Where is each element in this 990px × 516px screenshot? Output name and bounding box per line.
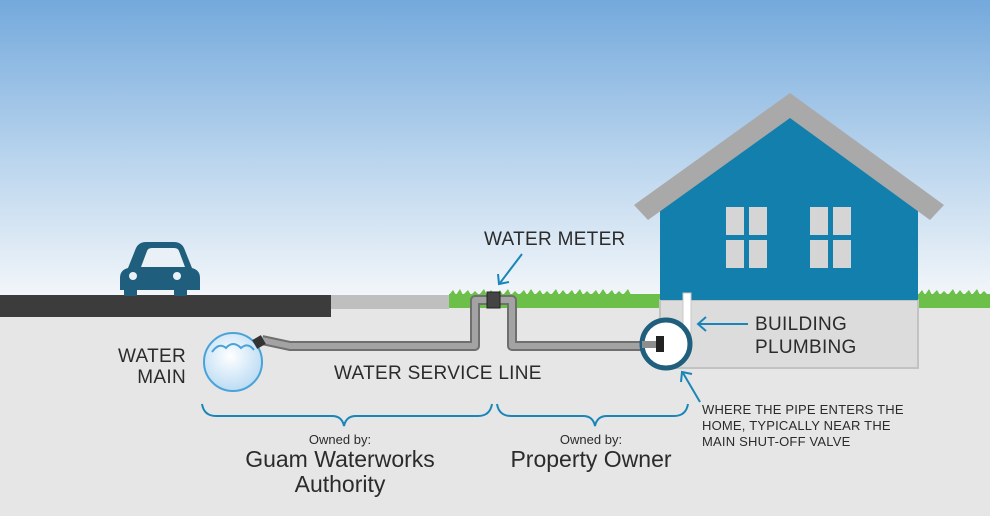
pipe-entry-note-line1: WHERE THE PIPE ENTERS THE bbox=[702, 402, 904, 417]
water-main-label: WATER MAIN bbox=[118, 346, 186, 388]
water-meter-icon bbox=[486, 291, 501, 309]
water-main-label-line1: WATER bbox=[118, 346, 186, 367]
house-foundation bbox=[659, 299, 919, 369]
building-plumbing-line1: BUILDING bbox=[755, 314, 848, 335]
water-meter-label: WATER METER bbox=[484, 229, 626, 250]
ownership-left-name-line2: Authority bbox=[294, 471, 386, 497]
pipe-entry-note-line2: HOME, TYPICALLY NEAR THE bbox=[702, 418, 891, 433]
water-main-icon bbox=[203, 332, 266, 392]
ownership-right-name-line1: Property Owner bbox=[510, 446, 672, 472]
pipe-entry-note-line3: MAIN SHUT-OFF VALVE bbox=[702, 434, 851, 449]
house bbox=[634, 93, 944, 369]
arrow-water-meter bbox=[497, 253, 523, 286]
water-service-pipe bbox=[260, 295, 662, 351]
sidewalk bbox=[331, 295, 449, 309]
window-right bbox=[810, 207, 851, 268]
brace-right bbox=[496, 403, 689, 427]
ownership-left-heading: Owned by: bbox=[308, 432, 372, 447]
arrow-pipe-entry bbox=[680, 370, 701, 403]
water-service-line-label: WATER SERVICE LINE bbox=[334, 363, 542, 384]
pipe-entry-note: WHERE THE PIPE ENTERS THE HOME, TYPICALL… bbox=[702, 402, 904, 450]
road bbox=[0, 295, 331, 317]
ownership-right-heading: Owned by: bbox=[559, 432, 623, 447]
window-left bbox=[726, 207, 767, 268]
car-icon bbox=[120, 242, 200, 296]
ownership-left-name-line1: Guam Waterworks bbox=[245, 446, 435, 472]
brace-left bbox=[201, 403, 493, 427]
arrow-building-plumbing bbox=[696, 316, 748, 332]
building-plumbing-label: BUILDING PLUMBING bbox=[755, 313, 857, 359]
house-roof bbox=[634, 93, 944, 220]
ownership-right: Owned by: Property Owner bbox=[490, 432, 692, 472]
building-plumbing-line2: PLUMBING bbox=[755, 337, 857, 358]
water-main-label-line2: MAIN bbox=[137, 367, 186, 388]
ownership-left: Owned by: Guam Waterworks Authority bbox=[224, 432, 456, 497]
